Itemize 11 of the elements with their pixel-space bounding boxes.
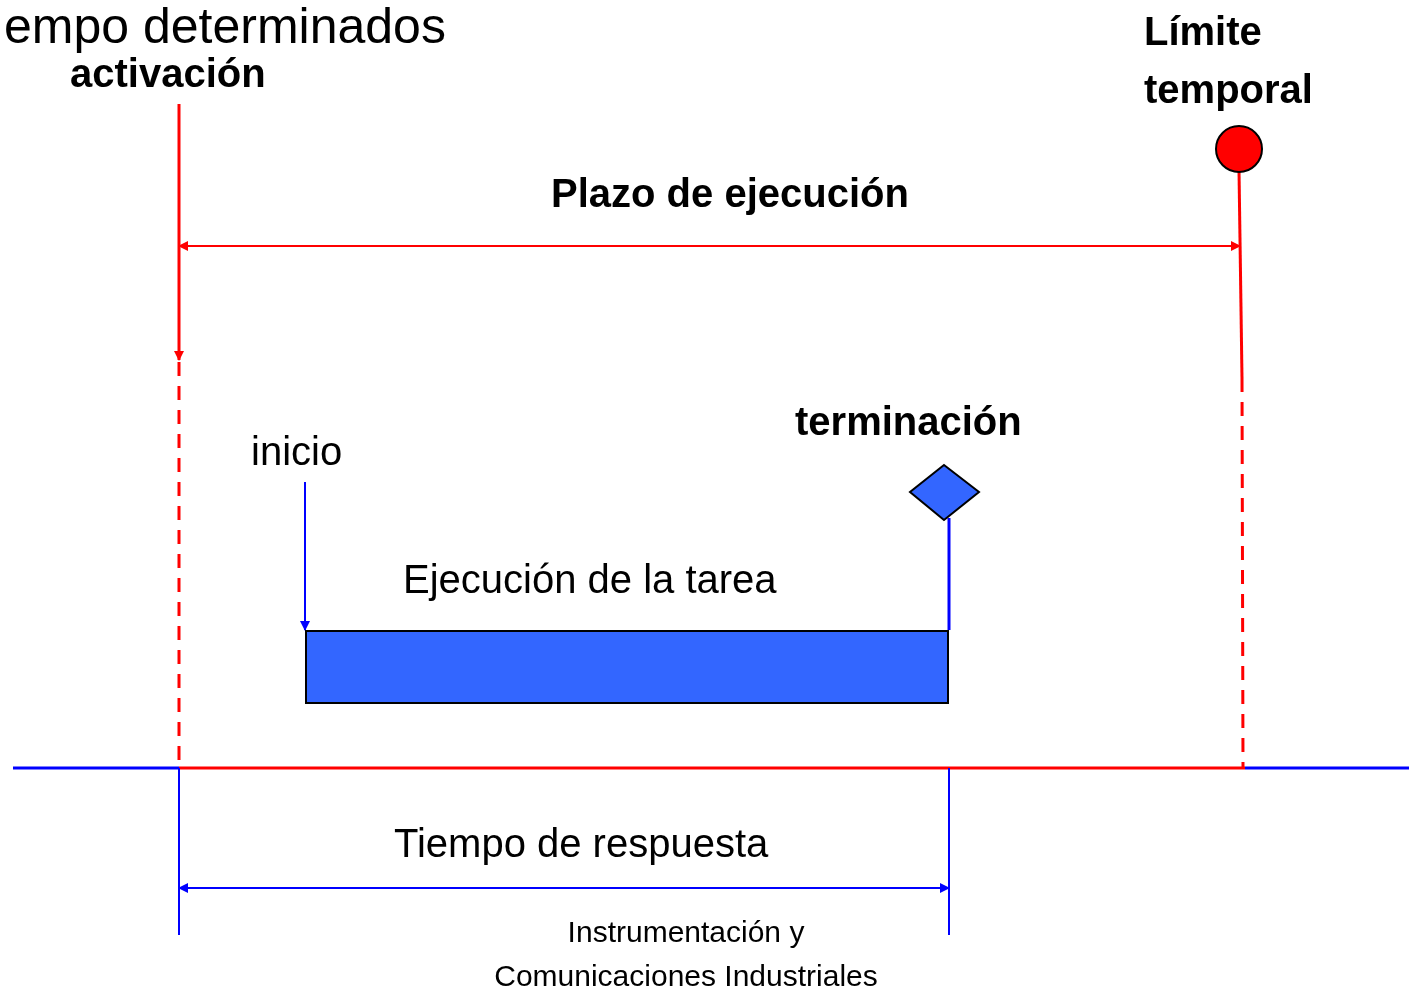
task-bar <box>305 630 949 704</box>
termination-label: terminación <box>795 398 1022 444</box>
arrow <box>300 481 310 631</box>
task-label: Ejecución de la tarea <box>403 556 777 602</box>
footer-text: Instrumentación y Comunicaciones Industriales <box>493 914 879 993</box>
arrow <box>174 104 184 361</box>
start-label: inicio <box>251 428 343 474</box>
deadline-label: Límite temporal <box>1144 8 1314 113</box>
dimension-label: Plazo de ejecución <box>551 170 909 216</box>
dimension-label: Tiempo de respuesta <box>394 820 769 866</box>
cut-off-title: empo determinados <box>4 0 446 56</box>
